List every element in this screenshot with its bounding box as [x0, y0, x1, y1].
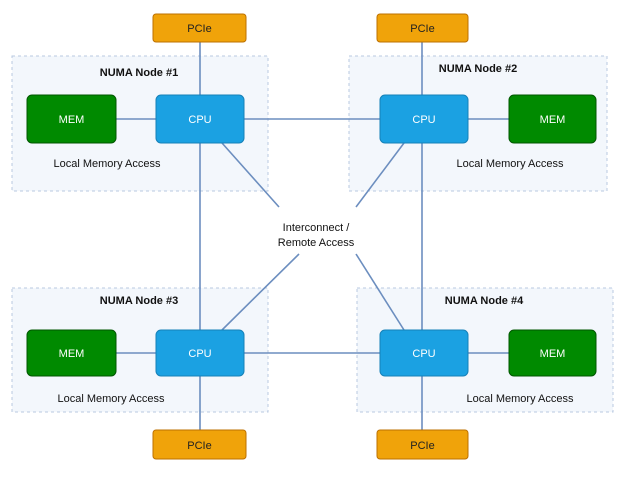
- mem-box-3: MEM: [26, 329, 117, 377]
- pcie-label-2: PCIe: [410, 23, 434, 35]
- cpu-label-2: CPU: [412, 114, 435, 126]
- interconnect-label-line1: Interconnect /: [283, 222, 351, 234]
- pcie-box-3: PCIe: [152, 429, 247, 460]
- mem-box-1: MEM: [26, 94, 117, 144]
- mem-label-2: MEM: [540, 114, 566, 126]
- mem-label-4: MEM: [540, 348, 566, 360]
- mem-box-4: MEM: [508, 329, 597, 377]
- mem-label-3: MEM: [59, 348, 85, 360]
- link-cpu1-cpu4-lower: [355, 253, 405, 331]
- link-cpu1-cpu4-upper: [221, 142, 280, 208]
- numa-node-3-title: NUMA Node #3: [100, 295, 178, 307]
- cpu-box-2: CPU: [379, 94, 469, 144]
- local-memory-label-3: Local Memory Access: [58, 393, 165, 405]
- cpu-box-1: CPU: [155, 94, 245, 144]
- local-memory-label-2: Local Memory Access: [457, 158, 564, 170]
- link-cpu2-cpu3-lower: [221, 253, 300, 331]
- cpu-box-3: CPU: [155, 329, 245, 377]
- numa-node-2-title: NUMA Node #2: [439, 63, 517, 75]
- local-memory-label-4: Local Memory Access: [467, 393, 574, 405]
- numa-node-4-title: NUMA Node #4: [445, 295, 524, 307]
- numa-node-1-title: NUMA Node #1: [100, 67, 178, 79]
- mem-box-2: MEM: [508, 94, 597, 144]
- interconnect-links: [116, 42, 509, 430]
- link-cpu2-cpu3-upper: [355, 142, 405, 208]
- pcie-label-4: PCIe: [410, 440, 434, 452]
- local-memory-label-1: Local Memory Access: [54, 158, 161, 170]
- pcie-box-2: PCIe: [376, 13, 469, 43]
- cpu-label-3: CPU: [188, 348, 211, 360]
- pcie-box-4: PCIe: [376, 429, 469, 460]
- cpu-label-1: CPU: [188, 114, 211, 126]
- mem-label-1: MEM: [59, 114, 85, 126]
- pcie-box-1: PCIe: [152, 13, 247, 43]
- pcie-label-1: PCIe: [187, 23, 211, 35]
- interconnect-label-line2: Remote Access: [278, 237, 355, 249]
- cpu-label-4: CPU: [412, 348, 435, 360]
- cpu-box-4: CPU: [379, 329, 469, 377]
- pcie-label-3: PCIe: [187, 440, 211, 452]
